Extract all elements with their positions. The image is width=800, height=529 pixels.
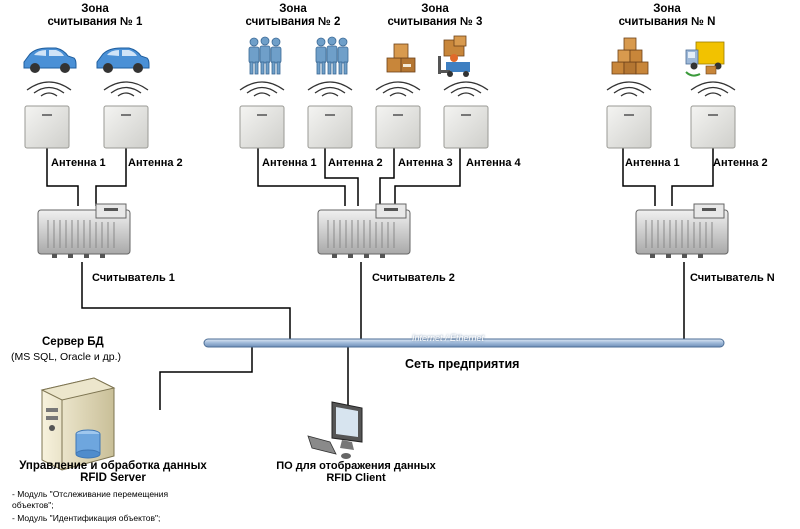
rfid-reader-icon: [635, 203, 729, 259]
car-icon: [23, 47, 77, 73]
car-icon: [96, 47, 150, 73]
network-title: Сеть предприятия: [405, 357, 520, 371]
zone-n-line2: считывания № N: [618, 16, 716, 28]
antenna-panel-icon: [606, 105, 652, 149]
signal-waves-icon: [690, 81, 736, 97]
module-1-line1: - Модуль "Отслеживание перемещения: [12, 489, 169, 499]
antenna-label: Антенна 2: [328, 157, 383, 169]
people-icon: [315, 36, 349, 75]
antenna-panel-icon: [375, 105, 421, 149]
rfid-reader-icon: [37, 203, 131, 259]
client-computer-icon: [307, 401, 363, 459]
zone-3-line1: Зона: [421, 3, 449, 15]
reader-cables: [81, 262, 685, 410]
signal-waves-icon: [103, 81, 149, 97]
antenna-label: Антенна 4: [466, 157, 521, 169]
database-server-icon: [40, 377, 116, 471]
server-caption-line1: Управление и обработка данных: [19, 460, 207, 472]
antenna-label: Антенна 1: [262, 157, 317, 169]
client-caption-line2: RFID Client: [326, 472, 386, 484]
server-caption: Управление и обработка данных RFID Serve…: [6, 460, 220, 484]
zone-3-label: Зона считывания № 3: [380, 3, 490, 29]
signal-waves-icon: [239, 81, 285, 97]
server-title: Сервер БД: [42, 336, 104, 348]
antenna-label: Антенна 2: [713, 157, 768, 169]
reader-label: Считыватель N: [690, 272, 775, 284]
signal-waves-icon: [443, 81, 489, 97]
zone-2-label: Зона считывания № 2: [238, 3, 348, 29]
module-2: - Модуль "Идентификация объектов";: [12, 513, 161, 523]
antenna-panel-icon: [443, 105, 489, 149]
delivery-truck-icon: [685, 41, 725, 77]
module-1-line2: объектов";: [12, 500, 54, 510]
signal-waves-icon: [606, 81, 652, 97]
antenna-label: Антенна 3: [398, 157, 453, 169]
boxes-icon: [611, 37, 649, 75]
server-subtitle: (MS SQL, Oracle и др.): [11, 351, 122, 363]
signal-waves-icon: [307, 81, 353, 97]
antenna-panel-icon: [24, 105, 70, 149]
antenna-panel-icon: [690, 105, 736, 149]
antenna-cables: [46, 148, 714, 206]
ethernet-bus: [203, 338, 725, 348]
zone-3-line2: считывания № 3: [387, 16, 483, 28]
zone-2-line2: считывания № 2: [245, 16, 341, 28]
antenna-panel-icon: [239, 105, 285, 149]
signal-waves-icon: [375, 81, 421, 97]
reader-label: Считыватель 1: [92, 272, 175, 284]
zone-2-line1: Зона: [279, 3, 307, 15]
bus-label: Internet / Ethernet: [412, 333, 485, 343]
antenna-label: Антенна 1: [51, 157, 106, 169]
antenna-panel-icon: [307, 105, 353, 149]
zone-n-label: Зона считывания № N: [612, 3, 722, 29]
zone-1-label: Зона считывания № 1: [40, 3, 150, 29]
antenna-panel-icon: [103, 105, 149, 149]
zone-1-line2: считывания № 1: [47, 16, 143, 28]
zone-1-line1: Зона: [81, 3, 109, 15]
zone-n-line1: Зона: [653, 3, 681, 15]
rfid-reader-icon: [317, 203, 411, 259]
antenna-label: Антенна 1: [625, 157, 680, 169]
people-icon: [248, 36, 282, 75]
client-caption: ПО для отображения данных RFID Client: [256, 460, 456, 484]
signal-waves-icon: [26, 81, 72, 97]
reader-label: Считыватель 2: [372, 272, 455, 284]
server-caption-line2: RFID Server: [80, 472, 146, 484]
boxes-icon: [386, 43, 416, 73]
forklift-icon: [438, 35, 470, 77]
client-caption-line1: ПО для отображения данных: [276, 460, 436, 472]
antenna-label: Антенна 2: [128, 157, 183, 169]
